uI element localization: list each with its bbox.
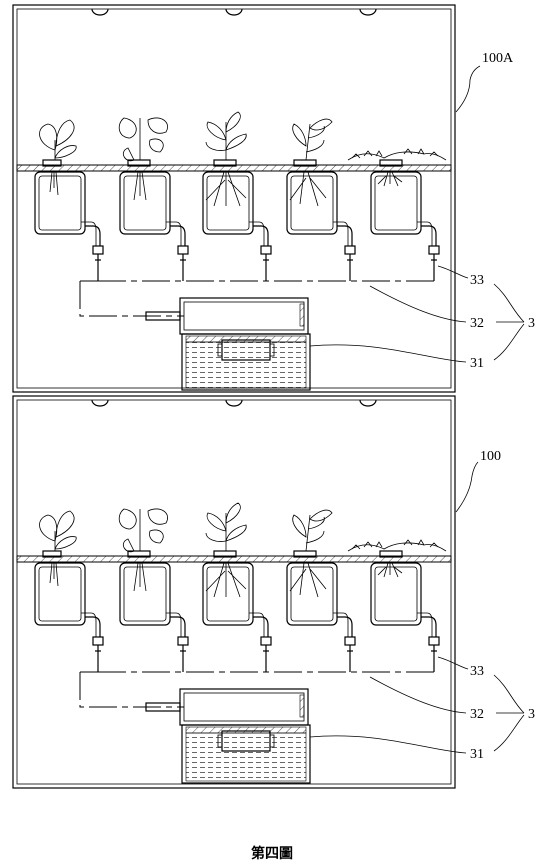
planter: [370, 562, 440, 652]
callout-pipe: 32: [470, 707, 484, 722]
cabinet-inner: [16, 399, 452, 785]
leader-line: [369, 676, 467, 714]
light-icon: [91, 399, 109, 407]
leader-line: [455, 65, 481, 113]
leader-line: [437, 265, 469, 279]
leader-line: [493, 283, 525, 323]
light-icon: [359, 399, 377, 407]
leader-line: [493, 323, 525, 361]
callout-system: 3: [528, 316, 535, 331]
planter: [202, 171, 272, 261]
light-icon: [225, 399, 243, 407]
callout-tank: 31: [470, 356, 484, 371]
planter: [119, 171, 189, 261]
leader-line: [309, 344, 467, 363]
unit-label: 100A: [482, 51, 514, 66]
plant-icon: [118, 508, 168, 592]
callout-nozzle: 33: [470, 273, 484, 288]
planter: [370, 171, 440, 261]
leader-line: [493, 714, 525, 752]
shelf: [16, 555, 452, 563]
water-tank: [145, 297, 311, 391]
pipe-line: [79, 671, 184, 708]
light-icon: [91, 8, 109, 16]
plant-icon: [39, 119, 77, 196]
callout-nozzle: 33: [470, 664, 484, 679]
callout-tank: 31: [470, 747, 484, 762]
planter: [286, 171, 356, 261]
figure-caption: 第四圖: [251, 845, 293, 862]
leader-line: [493, 674, 525, 714]
planter: [34, 171, 104, 261]
light-icon: [359, 8, 377, 16]
planter: [34, 562, 104, 652]
unit-lower: 100 33 32 31 3: [12, 395, 535, 789]
shelf: [16, 164, 452, 172]
plant-icon: [205, 111, 247, 207]
plant-icon: [289, 509, 333, 598]
unit-label: 100: [480, 449, 501, 464]
leader-line: [369, 285, 467, 323]
cabinet-frame: [12, 395, 456, 789]
light-icon: [225, 8, 243, 16]
cabinet-frame: [12, 4, 456, 393]
planter: [202, 562, 272, 652]
plant-icon: [347, 539, 447, 578]
leader-line: [455, 461, 479, 513]
planter: [119, 562, 189, 652]
water-tank: [145, 688, 311, 784]
leader-line: [309, 735, 467, 754]
planter: [286, 562, 356, 652]
plant-icon: [39, 510, 77, 587]
plant-icon: [205, 502, 247, 598]
pipe-line: [79, 280, 184, 317]
cabinet-inner: [16, 8, 452, 389]
unit-upper: 100A 33 32 31 3: [12, 4, 535, 393]
leader-line: [437, 656, 469, 670]
callout-system: 3: [528, 707, 535, 722]
callout-pipe: 32: [470, 316, 484, 331]
plant-icon: [347, 148, 447, 187]
plant-icon: [118, 117, 168, 201]
plant-icon: [289, 118, 333, 207]
